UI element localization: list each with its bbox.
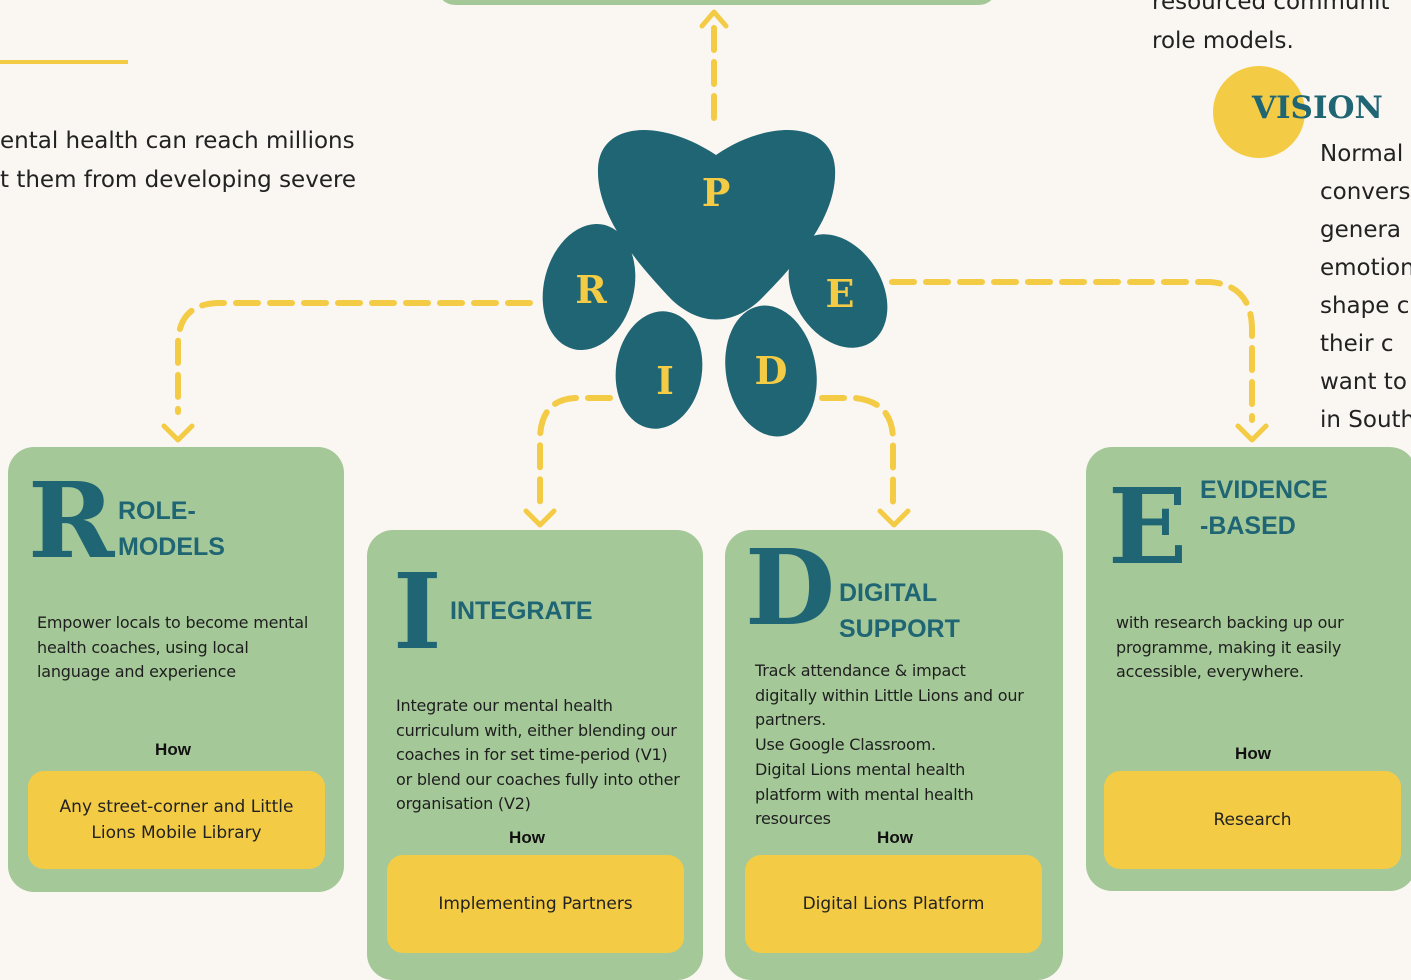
paw-logo [542,130,888,437]
card-how-label: How [1235,744,1271,763]
card-letter-i: I [393,550,442,673]
card-title-line-2: -BASED [1200,512,1296,540]
arrowhead-roles [161,423,195,443]
paw-toe-i [615,311,703,429]
card-how-text: Implementing Partners [438,894,633,914]
card-how-label: How [155,740,191,759]
intro-line-1: ental health can reach millions [0,128,355,154]
card-title-line-1: ROLE- [118,497,196,525]
vision-heading: VISION [1252,90,1383,126]
paw-toe-r [542,223,636,351]
vision-line-6: their c [1320,331,1394,357]
card-description: Empower locals to become mental health c… [37,613,309,681]
vision-line-3: genera [1320,217,1402,243]
connector-evidence [889,279,1255,423]
arrowhead-evidence [1235,423,1269,443]
card-title-line-1: EVIDENCE [1200,476,1328,504]
arrowhead-integrate [523,508,557,528]
card-evidence-based: E EVIDENCE -BASED with research backing … [1086,447,1411,891]
card-title-line-2: MODELS [118,533,225,561]
card-title-line-2: SUPPORT [839,615,960,643]
paw-toe-d [725,305,817,437]
vision-circle [1213,66,1305,158]
paw-toe-e [788,234,888,348]
paw-main-pad [597,130,836,320]
card-description-2: Use Google Classroom. [755,735,936,754]
card-digital-support: D DIGITAL SUPPORT Track attendance & imp… [725,530,1063,980]
card-letter-e: E [1108,465,1188,588]
intro-line-2: t them from developing severe [0,167,357,193]
top-right-line-1: resourced communit [1152,0,1390,15]
vision-line-5: shape c [1320,293,1410,319]
top-right-line-2: role models. [1152,28,1294,54]
card-title: INTEGRATE [450,597,593,625]
card-how-text: Any street-corner and Little Lions Mobil… [59,797,294,843]
card-integrate: I INTEGRATE Integrate our mental health … [367,530,703,980]
vision-line-1: Normal [1320,141,1404,167]
arrowhead-digital [877,508,911,528]
card-role-models: R ROLE- MODELS Empower locals to become … [8,447,344,892]
card-how-box: Research [1104,771,1401,869]
vision-line-4: emotion [1320,255,1411,281]
card-description: Integrate our mental health curriculum w… [396,696,680,813]
card-how-box: Implementing Partners [387,855,684,953]
connector-lines [175,25,1255,508]
card-how-label: How [877,828,913,847]
connector-digital [819,395,896,508]
card-letter-r: R [28,459,115,582]
card-letter-d: D [745,526,836,649]
card-title-line-1: DIGITAL [839,579,938,607]
vision-line-2: convers [1320,179,1411,205]
connector-integrate [537,395,613,508]
card-how-box: Digital Lions Platform [745,855,1042,953]
vision-line-7: want to [1320,369,1407,395]
paw-letter-i: I [656,358,674,403]
card-description-1: Track attendance & impact digitally with… [755,661,1024,729]
card-description-3: Digital Lions mental health platform wit… [755,760,974,828]
paw-letter-r: R [575,267,607,312]
card-how-text: Research [1213,810,1292,830]
card-description: with research backing up our programme, … [1116,613,1344,681]
arrowheads [161,9,1269,528]
vision-line-8: in South [1320,407,1411,433]
top-card [442,0,992,5]
arrowhead-top [699,9,729,29]
connector-roles [175,300,533,415]
paw-letter-p: P [701,170,731,215]
paw-letter-d: D [754,348,788,393]
card-how-text: Digital Lions Platform [802,894,985,914]
card-how-box: Any street-corner and Little Lions Mobil… [28,771,325,869]
paw-letter-e: E [825,271,855,316]
card-how-label: How [509,828,545,847]
